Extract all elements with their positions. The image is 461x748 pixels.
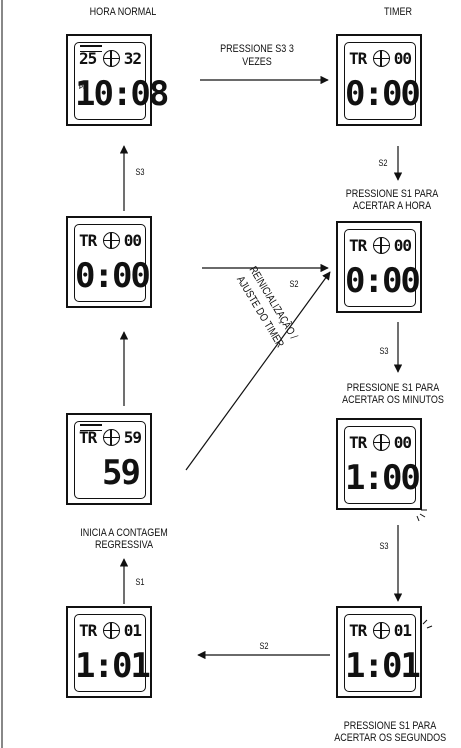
watch-display: 25 32 PM 10:08 bbox=[74, 42, 169, 120]
watch-main-digits: 10:08 bbox=[75, 74, 169, 114]
watch-left-mid: TR 00 0:00 bbox=[66, 216, 152, 308]
label-min-1: PRESSIONE S1 PARA bbox=[346, 382, 440, 394]
label-inicia-2: REGRESSIVA bbox=[95, 539, 153, 551]
dial-icon bbox=[373, 622, 390, 639]
pm-indicator: PM bbox=[79, 85, 88, 91]
watch-top-row: TR 00 bbox=[349, 433, 412, 453]
label-min-2: ACERTAR OS MINUTOS bbox=[342, 394, 444, 406]
label-pressione-s3: PRESSIONE S3 3 bbox=[220, 43, 294, 55]
dial-icon bbox=[373, 237, 390, 254]
watch-top-right: 01 bbox=[123, 621, 142, 640]
label-inicia-1: INICIA A CONTAGEM bbox=[80, 527, 168, 539]
watch-top-right: 32 bbox=[123, 49, 142, 68]
watch-display: TR 00 0:00 bbox=[344, 42, 421, 120]
watch-timer: TR 00 0:00 bbox=[336, 34, 422, 126]
label-s2-bottom: S2 bbox=[259, 641, 269, 651]
label-s2-mid: S2 bbox=[289, 279, 299, 289]
label-hora-normal: HORA NORMAL bbox=[89, 6, 157, 18]
watch-top-left: TR bbox=[79, 621, 97, 640]
watch-main-digits: 1:00 bbox=[345, 458, 421, 498]
watch-top-row: TR 00 bbox=[349, 49, 412, 69]
label-hora-1: PRESSIONE S1 PARA bbox=[345, 188, 439, 200]
label-s2-right-top: S2 bbox=[378, 158, 388, 168]
dial-icon bbox=[103, 622, 120, 639]
watch-top-left: TR bbox=[79, 231, 97, 250]
watch-top-right: 01 bbox=[393, 621, 412, 640]
label-timer: TIMER bbox=[383, 6, 413, 18]
watch-display: TR 00 1:00 bbox=[344, 426, 421, 504]
watch-top-right: 00 bbox=[393, 236, 412, 255]
label-vezes: VEZES bbox=[242, 56, 272, 68]
watch-acertar-segundos: TR 01 1:01 bbox=[336, 606, 422, 698]
watch-top-row: TR 01 bbox=[349, 621, 412, 641]
watch-top-right: 00 bbox=[123, 231, 142, 250]
dial-icon bbox=[103, 50, 120, 67]
watch-hora-normal: 25 32 PM 10:08 bbox=[66, 34, 169, 126]
dial-icon bbox=[373, 434, 390, 451]
watch-display: TR 00 0:00 bbox=[74, 224, 151, 302]
label-s1: S1 bbox=[135, 577, 145, 587]
flash-marks-minutos bbox=[416, 509, 427, 522]
watch-top-left: TR bbox=[349, 49, 367, 68]
watch-top-row: TR 59 bbox=[79, 428, 142, 448]
label-hora-2: ACERTAR A HORA bbox=[352, 200, 432, 212]
watch-main-digits: 1:01 bbox=[75, 646, 151, 686]
segment-bars bbox=[80, 424, 102, 431]
watch-top-row: TR 00 bbox=[79, 231, 142, 251]
watch-acertar-minutos: TR 00 1:00 bbox=[336, 418, 422, 510]
dial-icon bbox=[373, 50, 390, 67]
watch-display: TR 01 1:01 bbox=[74, 614, 151, 692]
watch-top-left: TR bbox=[79, 428, 97, 447]
watch-top-row: 25 32 bbox=[79, 49, 142, 69]
watch-left-bottom: TR 01 1:01 bbox=[66, 606, 152, 698]
watch-top-right: 00 bbox=[393, 433, 412, 452]
watch-top-left: 25 bbox=[79, 49, 97, 68]
watch-acertar-hora: TR 00 0:00 bbox=[336, 221, 422, 313]
arrow-diagonal-reinit bbox=[185, 271, 331, 471]
watch-display: TR 59 59 bbox=[74, 421, 146, 499]
watch-top-row: TR 00 bbox=[349, 236, 412, 256]
watch-top-left: TR bbox=[349, 621, 367, 640]
watch-main-digits: 1:01 bbox=[345, 646, 421, 686]
watch-display: TR 01 1:01 bbox=[344, 614, 421, 692]
label-s3-right-mid: S3 bbox=[379, 346, 389, 356]
watch-top-row: TR 01 bbox=[79, 621, 142, 641]
label-s3-right-low: S3 bbox=[379, 541, 389, 551]
watch-top-right: 00 bbox=[393, 49, 412, 68]
watch-main-digits: 0:00 bbox=[345, 74, 421, 114]
dial-icon bbox=[103, 232, 120, 249]
segment-bars bbox=[80, 45, 102, 52]
dial-icon bbox=[103, 429, 120, 446]
label-seg-1: PRESSIONE S1 PARA bbox=[343, 720, 437, 732]
watch-main-digits: 59 bbox=[102, 453, 141, 493]
watch-top-right: 59 bbox=[123, 428, 142, 447]
label-seg-2: ACERTAR OS SEGUNDOS bbox=[334, 732, 447, 744]
watch-top-left: TR bbox=[349, 236, 367, 255]
label-s3-up: S3 bbox=[135, 167, 145, 177]
watch-top-left: TR bbox=[349, 433, 367, 452]
watch-display: TR 00 0:00 bbox=[344, 229, 421, 307]
watch-main-digits: 0:00 bbox=[345, 261, 421, 301]
watch-countdown: TR 59 59 bbox=[66, 413, 152, 505]
watch-main-digits: 0:00 bbox=[75, 256, 151, 296]
